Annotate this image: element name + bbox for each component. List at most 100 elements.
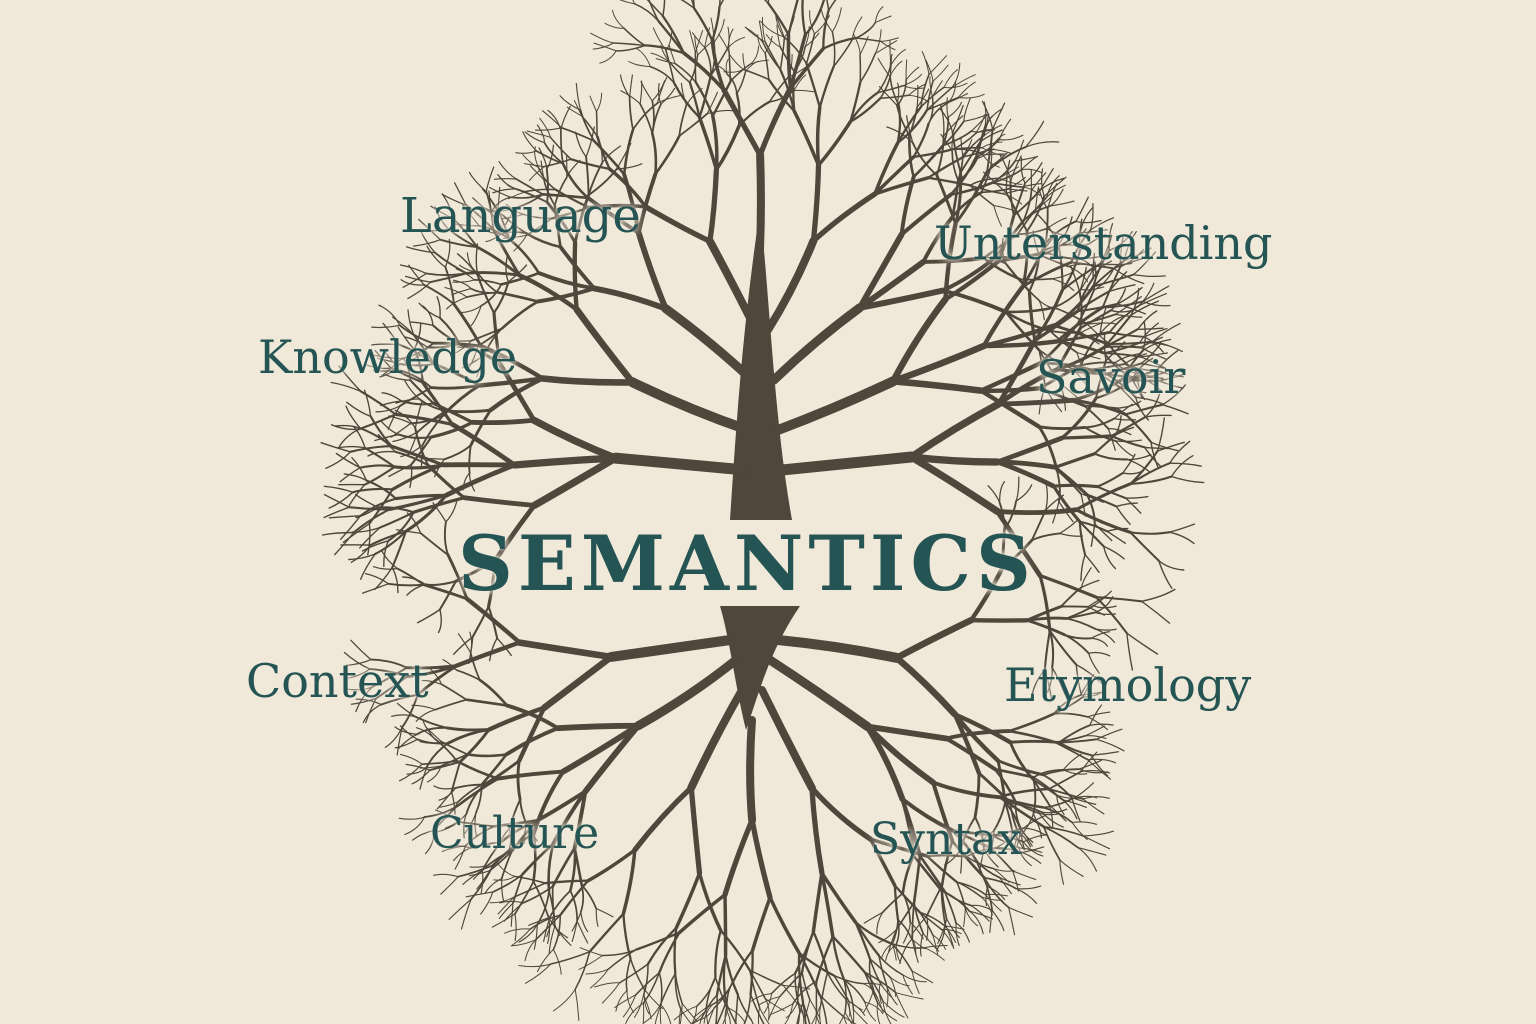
tree-root — [578, 955, 603, 970]
tree-branch — [1123, 353, 1147, 365]
tree-branch — [856, 287, 946, 311]
tree-branch — [1082, 404, 1110, 430]
tree-branch — [726, 73, 738, 95]
tree-branch — [367, 450, 396, 457]
tree-branch — [705, 237, 760, 334]
tree-branch — [939, 108, 954, 134]
tree-branch — [874, 15, 892, 24]
tree-root — [750, 895, 772, 952]
tree-root — [811, 871, 824, 934]
tree-branch — [528, 166, 545, 181]
tree-root — [724, 953, 739, 996]
tree-root — [491, 873, 524, 893]
tree-root — [425, 727, 443, 743]
tree-root — [918, 911, 946, 927]
tree-branch — [929, 76, 933, 98]
tree-branch — [767, 0, 770, 4]
tree-branch — [1033, 309, 1080, 343]
tree-branch — [996, 397, 1076, 407]
tree-root — [1003, 500, 1018, 531]
tree-branch — [592, 42, 615, 50]
branch-term-unterstanding: Unterstanding — [934, 216, 1273, 270]
tree-root — [445, 726, 491, 732]
tree-branch — [610, 452, 751, 476]
tree-branch — [713, 18, 725, 43]
tree-branch — [896, 108, 929, 145]
tree-branch — [455, 268, 475, 281]
tree-root — [918, 854, 946, 893]
tree-branch — [439, 238, 479, 249]
tree-root — [770, 972, 796, 995]
tree-root — [785, 1000, 799, 1019]
tree-branch — [1119, 248, 1145, 268]
tree-root — [843, 979, 866, 1003]
tree-branch — [1099, 262, 1133, 266]
tree-root — [1032, 779, 1037, 816]
tree-root — [691, 1017, 702, 1024]
tree-branch — [414, 400, 423, 430]
tree-root — [1063, 633, 1090, 655]
tree-root — [796, 1001, 804, 1024]
tree-branch — [1139, 336, 1163, 349]
tree-root — [495, 860, 515, 877]
tree-root — [901, 854, 915, 895]
tree-branch — [1168, 523, 1196, 533]
tree-branch — [996, 338, 1038, 407]
tree-branch — [573, 306, 636, 386]
tree-branch — [628, 96, 634, 131]
tree-branch — [765, 34, 781, 48]
tree-root — [1059, 859, 1065, 885]
tree-root — [999, 480, 1006, 504]
tree-branch — [426, 245, 447, 268]
tree-root — [1093, 590, 1112, 607]
tree-branch — [398, 362, 436, 367]
tree-branch — [416, 608, 441, 624]
tree-root — [434, 821, 460, 834]
tree-branch — [1021, 260, 1073, 288]
tree-root — [406, 512, 422, 534]
tree-root — [852, 1009, 869, 1024]
tree-branch — [995, 459, 1056, 489]
tree-branch — [859, 36, 869, 56]
tree-branch — [487, 558, 497, 609]
tree-branch — [764, 236, 818, 334]
tree-branch — [400, 400, 435, 406]
tree-root — [970, 904, 993, 911]
tree-branch — [358, 413, 397, 431]
tree-branch — [942, 130, 973, 147]
tree-branch — [1047, 182, 1058, 210]
tree-root — [1048, 770, 1082, 790]
tree-branch — [1076, 277, 1095, 313]
tree-branch — [1131, 376, 1164, 381]
tree-branch — [466, 252, 478, 274]
tree-branch — [539, 117, 551, 138]
tree-root — [1008, 740, 1036, 782]
tree-root — [1022, 815, 1046, 829]
tree-root — [909, 921, 924, 940]
tree-root — [998, 795, 1045, 828]
tree-branch — [682, 51, 726, 92]
tree-root — [442, 659, 458, 671]
tree-root — [748, 969, 766, 1000]
tree-root — [419, 741, 443, 744]
tree-root — [925, 854, 959, 884]
tree-root — [343, 668, 371, 680]
tree-root — [540, 653, 615, 711]
tree-branch — [622, 128, 635, 176]
tree-branch — [391, 530, 407, 569]
tree-root — [524, 939, 537, 962]
tree-branch — [1094, 378, 1134, 400]
tree-branch — [599, 50, 617, 64]
tree-branch — [983, 101, 987, 127]
tree-root — [394, 738, 418, 749]
tree-branch — [1139, 322, 1160, 344]
tree-root — [455, 669, 481, 681]
tree-branch — [941, 288, 1008, 314]
tree-root — [589, 968, 610, 989]
tree-root — [893, 884, 921, 914]
tree-branch — [776, 451, 917, 476]
tree-root — [1058, 724, 1091, 744]
tree-root — [1073, 795, 1098, 799]
tree-branch — [613, 42, 646, 47]
tree-branch — [1026, 195, 1046, 233]
